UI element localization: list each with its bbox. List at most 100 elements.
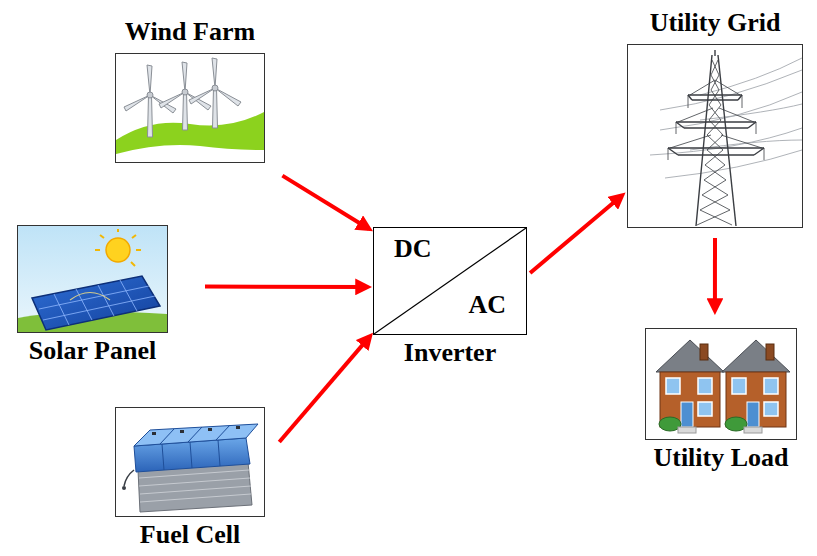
utility-load-picture-part-part xyxy=(698,402,712,416)
utility-load-picture-part xyxy=(700,344,708,360)
wind-farm-picture-part-part xyxy=(215,88,241,106)
wind-farm-box: Wind Farm xyxy=(115,53,265,163)
utility-grid-picture-part-part xyxy=(748,122,756,128)
wind-farm-picture-part-part xyxy=(159,92,185,108)
fuel-cell-picture-part-part xyxy=(216,425,230,440)
solar-panel-picture-part-part xyxy=(136,249,141,251)
utility-grid-picture-part-part xyxy=(764,148,765,160)
wind-farm-picture-part-part xyxy=(183,92,188,130)
utility-grid-picture-part xyxy=(650,58,802,178)
utility-grid-picture-part-part xyxy=(738,95,742,100)
solar-panel-picture-part xyxy=(70,293,110,301)
fuel-cell-picture-part-part xyxy=(190,442,192,468)
wind-farm-picture-part xyxy=(116,112,264,154)
fuel-cell-picture-part xyxy=(124,470,134,486)
signal-type: AC xyxy=(468,290,506,320)
solar-panel-picture-part-part xyxy=(131,262,135,266)
fuel-cell-picture-part xyxy=(122,486,126,490)
utility-grid-picture xyxy=(628,45,802,227)
fuel-cell-picture-part-part xyxy=(236,426,240,429)
utility-grid-picture-part-part xyxy=(660,92,802,130)
inverter-box: DCACInverter xyxy=(373,227,527,335)
utility-grid-picture-part-part xyxy=(668,148,669,160)
utility-grid-picture-part-part xyxy=(676,122,684,128)
utility-grid-picture-part-part xyxy=(714,50,715,56)
solar-panel-box: Solar Panel xyxy=(17,225,168,333)
utility-grid-picture-part-part xyxy=(754,148,764,155)
utility-grid-picture-part-part xyxy=(665,150,802,178)
fuel-cell-picture-part-part xyxy=(140,486,251,494)
fuel-cell-picture-part xyxy=(152,426,240,435)
utility-load-box: Utility Load xyxy=(645,328,797,440)
wind-farm-picture-part-part xyxy=(189,88,215,104)
solar-panel-picture-part-part xyxy=(95,249,100,251)
fuel-cell-picture-part-part xyxy=(140,494,251,502)
utility-grid-picture-part-part xyxy=(670,135,711,148)
utility-grid-picture-part-part xyxy=(668,147,764,148)
utility-load-picture-part xyxy=(766,344,774,360)
wind-farm-picture-part-part xyxy=(147,92,153,98)
node-label: Fuel Cell xyxy=(140,520,240,550)
fuel-cell-picture-part xyxy=(139,470,251,502)
utility-load-picture-part xyxy=(656,340,724,372)
fuel-cell-picture-part-part xyxy=(218,440,220,466)
node-label: Solar Panel xyxy=(29,336,156,366)
flow-arrow xyxy=(279,337,369,442)
flow-arrow xyxy=(713,238,717,310)
solar-panel-picture-part-part xyxy=(98,285,114,316)
solar-panel-picture-part xyxy=(39,280,155,325)
solar-panel-picture-part xyxy=(18,226,167,332)
fuel-cell-picture-part-part xyxy=(180,430,184,433)
utility-grid-picture-part-part xyxy=(756,122,757,134)
utility-grid-picture-part-part xyxy=(660,70,802,110)
node-label: Wind Farm xyxy=(125,17,255,47)
solar-panel-picture-part-part xyxy=(54,294,69,325)
fuel-cell-picture-part-part xyxy=(188,427,202,442)
solar-panel-picture-part-part xyxy=(132,235,136,238)
utility-grid-picture-part-part xyxy=(719,108,754,122)
utility-grid-picture-part-part xyxy=(718,55,736,226)
utility-grid-box: Utility Grid xyxy=(627,44,803,228)
fuel-cell-picture xyxy=(116,408,264,516)
utility-grid-picture-part-part xyxy=(668,148,678,155)
solar-panel-picture-part xyxy=(95,229,141,266)
utility-load-picture-part xyxy=(646,329,796,439)
inverter-diagonal xyxy=(374,228,526,334)
wind-farm-picture-part-part xyxy=(147,65,152,95)
wind-farm-picture-part-part xyxy=(213,88,218,128)
flow-arrow xyxy=(205,285,367,289)
utility-load-picture-part-part xyxy=(764,378,778,394)
solar-panel-picture-part xyxy=(32,276,160,330)
flow-arrow xyxy=(282,176,368,229)
wind-farm-picture-part-part xyxy=(212,58,217,88)
utility-grid-picture-part-part xyxy=(690,80,715,95)
utility-load-picture xyxy=(646,329,796,439)
utility-load-picture-part-part xyxy=(732,378,746,394)
utility-grid-picture-part-part xyxy=(692,99,738,100)
fuel-cell-picture-part-part xyxy=(139,478,250,486)
fuel-cell-picture-part xyxy=(160,425,230,470)
utility-grid-picture-part-part xyxy=(742,95,743,108)
node-label: Inverter xyxy=(404,338,496,368)
solar-panel-picture-part xyxy=(106,238,130,262)
utility-load-picture-part-part xyxy=(764,402,778,416)
utility-grid-picture-part-part xyxy=(721,135,762,148)
fuel-cell-picture-part-part xyxy=(208,428,212,431)
utility-grid-picture-part xyxy=(668,60,764,225)
utility-load-picture-part xyxy=(747,402,759,427)
fuel-cell-picture-part-part xyxy=(160,429,174,444)
utility-grid-picture-part xyxy=(628,45,802,227)
utility-grid-picture-part-part xyxy=(696,55,712,226)
fuel-cell-picture-part xyxy=(116,408,264,516)
node-label: Utility Grid xyxy=(650,8,781,38)
utility-grid-picture-part-part xyxy=(676,121,756,122)
solar-panel-picture-part-part xyxy=(117,229,119,232)
utility-load-picture-part xyxy=(681,402,693,427)
solar-panel-picture-part-part xyxy=(100,235,104,238)
wind-farm-picture-part-part xyxy=(182,89,188,95)
wind-farm-picture-part xyxy=(116,54,264,162)
fuel-cell-picture-part-part xyxy=(139,470,249,478)
utility-grid-picture-part-part xyxy=(700,58,802,95)
